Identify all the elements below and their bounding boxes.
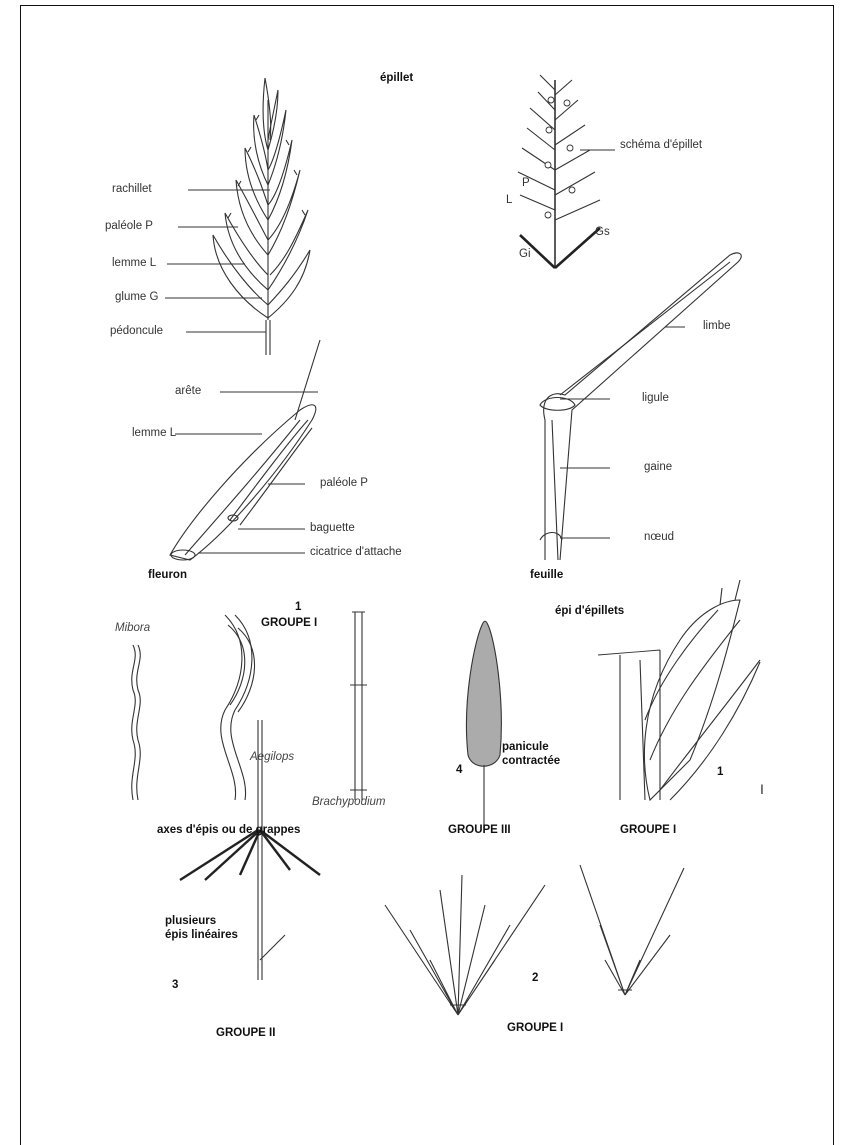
feuille-label-noeud: nœud (644, 532, 674, 544)
feuille-label-ligule: ligule (642, 393, 669, 405)
fleuron-label-arete: arête (175, 386, 201, 398)
schema-letter-p: P (522, 178, 530, 190)
axes-group: GROUPE I (261, 618, 317, 630)
schema-letter-gs: Gs (595, 227, 610, 239)
groupe2-label: plusieurs épis linéaires (165, 915, 238, 943)
feuille-title: feuille (530, 570, 563, 582)
schema-letter-l: L (506, 195, 512, 207)
epillet-label-rachillet: rachillet (112, 184, 152, 196)
epi-title: épi d'épillets (555, 606, 624, 618)
epi-scale: I (760, 782, 764, 796)
axes-species-mibora: Mibora (115, 623, 150, 635)
feuille-label-gaine: gaine (644, 462, 672, 474)
panicule-label: panicule contractée (502, 741, 560, 769)
fleuron-label-baguette: baguette (310, 523, 355, 535)
epillet-label-pedoncule: pédoncule (110, 326, 163, 338)
groupe2-number: 3 (172, 980, 178, 992)
epillet-label-glume: glume G (115, 292, 158, 304)
axes-number: 1 (295, 602, 301, 614)
axes-species-brachypodium: Brachypodium (312, 797, 386, 809)
panicule-number: 4 (456, 765, 462, 777)
epi-group: GROUPE I (620, 825, 676, 837)
schema-letter-gi: Gi (519, 249, 531, 261)
groupe1b-drawing (385, 865, 684, 1015)
epillet-title: épillet (380, 73, 413, 85)
epi-number: 1 (717, 767, 723, 779)
fleuron-title: fleuron (148, 570, 187, 582)
axes-species-aegilops: Aegilops (250, 752, 294, 764)
feuille-drawing (540, 253, 741, 560)
epillet-label-lemme: lemme L (112, 258, 156, 270)
schema-title: schéma d'épillet (620, 140, 702, 152)
feuille-label-limbe: limbe (703, 321, 730, 333)
fleuron-label-paleole: paléole P (320, 478, 368, 490)
epillet-drawing (165, 78, 310, 355)
panicule-drawing (466, 621, 501, 830)
axes-drawing (132, 612, 367, 800)
fleuron-label-cicatrice: cicatrice d'attache (310, 547, 402, 559)
groupe2-group: GROUPE II (216, 1028, 275, 1040)
groupe1b-number: 2 (532, 973, 538, 985)
epillet-label-paleole: paléole P (105, 221, 153, 233)
axes-caption: axes d'épis ou de grappes (157, 825, 300, 837)
fleuron-label-lemme: lemme L (132, 428, 176, 440)
schema-drawing (518, 75, 615, 268)
panicule-group: GROUPE III (448, 825, 511, 837)
groupe1b-group: GROUPE I (507, 1023, 563, 1035)
fleuron-drawing (170, 340, 320, 560)
